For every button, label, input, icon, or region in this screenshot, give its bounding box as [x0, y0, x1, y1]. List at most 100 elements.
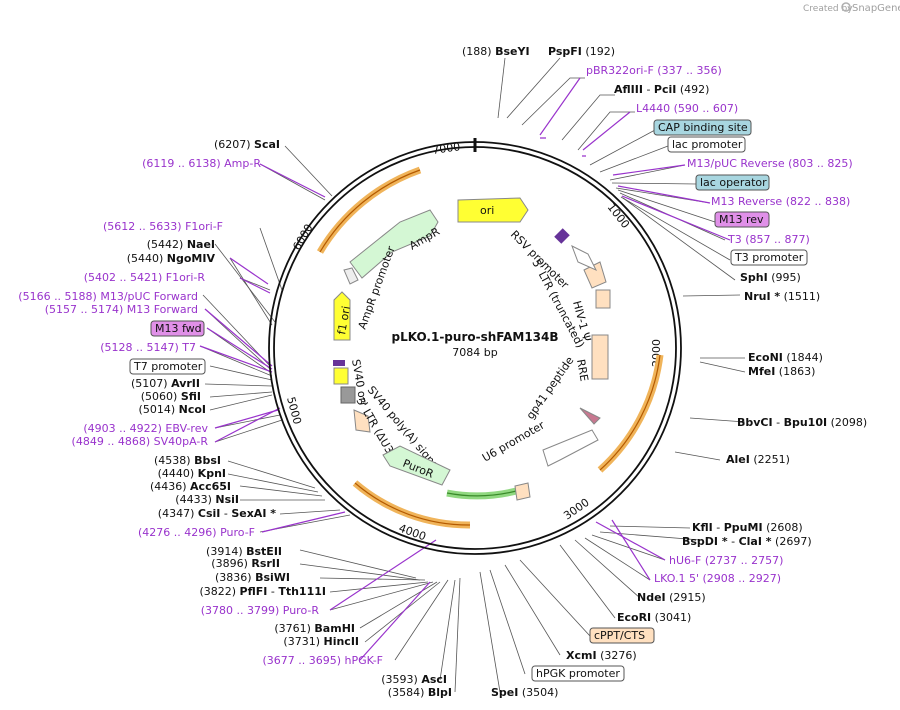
label-hpgkprom: hPGK promoter	[536, 667, 620, 680]
feature-u6	[542, 429, 599, 467]
label-bspdi: BspDI * - ClaI * (2697)	[682, 535, 812, 548]
label-m13fwdbox: M13 fwd	[155, 322, 202, 335]
label-hincii: (3731) HincII	[283, 635, 359, 648]
feature-5ltr	[583, 261, 607, 289]
feature-f1-ori-label: f1 ori	[335, 305, 353, 336]
feature-sv40-promoter-small	[333, 360, 345, 366]
label-sv40pa-r: (4849 .. 4868) SV40pA-R	[72, 435, 209, 448]
snapgene-logo-icon	[841, 2, 851, 12]
label-acc65i: (4436) Acc65I	[150, 480, 231, 493]
cap-box	[653, 119, 752, 136]
label-bbvci: BbvCI - Bpu10I (2098)	[737, 416, 867, 429]
tick-6000: 6000	[290, 222, 315, 253]
feature-3ltr	[353, 409, 371, 433]
label-t3: T3 (857 .. 877)	[727, 233, 810, 246]
label-amp-r: (6119 .. 6138) Amp-R	[142, 157, 261, 170]
feature-rre	[591, 334, 609, 380]
label-lacprom: lac promoter	[672, 138, 743, 151]
label-xcmi: XcmI (3276)	[566, 649, 637, 662]
label-naei: (5442) NaeI	[147, 238, 215, 251]
feature-gp41-label: gp41 peptide	[524, 354, 577, 422]
cppt-box	[589, 627, 655, 644]
label-m13revbox: M13 rev	[719, 213, 764, 226]
label-avrii: (5107) AvrII	[131, 377, 200, 390]
credit-brand: SnapGene	[852, 3, 900, 14]
label-bseyi: (188) BseYI	[462, 45, 530, 58]
puro-arc	[352, 480, 471, 529]
tick-3000: 3000	[561, 496, 591, 523]
feature-hiv-psi	[595, 289, 611, 309]
label-bbsi: (4538) BbsI	[154, 454, 221, 467]
rre-arc	[597, 354, 664, 473]
label-nrui: NruI * (1511)	[744, 290, 820, 303]
label-blpi: (3584) BlpI	[388, 686, 452, 699]
label-cppt: cPPT/CTS	[594, 629, 645, 642]
puro-arc-line	[354, 482, 471, 526]
hpgk-arc-line	[446, 489, 521, 497]
feature-ampr-promoter	[343, 267, 359, 285]
label-hpgkf: (3677 .. 3695) hPGK-F	[262, 654, 383, 667]
lacprom-box	[667, 136, 746, 153]
hpgkprom-box	[531, 665, 625, 682]
label-pflfi: (3822) PflFI - Tth111I	[199, 585, 326, 598]
label-m13pucfwd: (5166 .. 5188) M13/pUC Forward	[18, 290, 198, 303]
primer-hooks	[199, 77, 731, 661]
label-hu6f: hU6-F (2737 .. 2757)	[669, 554, 783, 567]
label-ecori: EcoRI (3041)	[617, 611, 691, 624]
m13fwd-box	[150, 320, 205, 337]
label-bsiwi: (3836) BsiWI	[215, 571, 290, 584]
label-l4440: L4440 (590 .. 607)	[636, 102, 738, 115]
label-nsii: (4433) NsiI	[175, 493, 239, 506]
label-spei: SpeI (3504)	[491, 686, 558, 699]
feature-rsv	[571, 244, 598, 272]
label-ncoi: (5014) NcoI	[139, 403, 206, 416]
plasmid-name: pLKO.1-puro-shFAM134B	[391, 330, 558, 344]
label-bamhi: (3761) BamHI	[274, 622, 355, 635]
credit-text: Created by	[803, 4, 853, 14]
label-cap: CAP binding site	[658, 121, 748, 134]
label-ebv-rev: (4903 .. 4922) EBV-rev	[83, 422, 208, 435]
amp-arc-line	[319, 169, 421, 253]
label-pbr322ori-f: pBR322ori-F (337 .. 356)	[586, 64, 722, 77]
label-t3prom: T3 promoter	[734, 251, 804, 264]
plasmid-size: 7084 bp	[452, 346, 497, 359]
label-sphi: SphI (995)	[740, 271, 801, 284]
label-econi: EcoNI (1844)	[748, 351, 823, 364]
feature-ampr	[349, 209, 439, 279]
feature-ori-label: ori	[480, 204, 494, 217]
label-lacop: lac operator	[700, 176, 767, 189]
lacop-box	[695, 174, 770, 191]
label-m13puc-rev: M13/pUC Reverse (803 .. 825)	[687, 157, 853, 170]
label-m13rev: M13 Reverse (822 .. 838)	[711, 195, 850, 208]
label-f1ori-f: (5612 .. 5633) F1ori-F	[103, 220, 223, 233]
label-m13fwd: (5157 .. 5174) M13 Forward	[45, 303, 198, 316]
feature-rre-label: RRE	[574, 358, 591, 382]
label-sfii: (5060) SfiI	[141, 390, 201, 403]
feature-sv40-polya	[340, 386, 356, 404]
feature-sv40-ori	[333, 367, 349, 385]
label-afliii: AflIII - PciI (492)	[614, 83, 709, 96]
label-kfli: KflI - PpuMI (2608)	[692, 521, 803, 534]
label-puro-f: (4276 .. 4296) Puro-F	[138, 526, 255, 539]
tick-7000: 7000	[432, 140, 462, 157]
rre-arc-line	[599, 354, 661, 471]
feature-gp41	[579, 407, 601, 425]
feature-ori	[457, 197, 529, 223]
tick-1000: 1000	[605, 201, 632, 231]
label-lko5: LKO.1 5' (2908 .. 2927)	[654, 572, 781, 585]
t7prom-box	[129, 358, 206, 375]
label-f1ori-r: (5402 .. 5421) F1ori-R	[84, 271, 206, 284]
label-pspfi: PspFI (192)	[548, 45, 615, 58]
label-asci: (3593) AscI	[381, 673, 447, 686]
label-scai: (6207) ScaI	[214, 138, 280, 151]
label-csii: (4347) CsiI - SexAI *	[158, 507, 276, 520]
label-rsrii: (3896) RsrII	[211, 557, 280, 570]
m13rev-box	[714, 211, 770, 228]
label-puror-r: (3780 .. 3799) Puro-R	[201, 604, 320, 617]
label-kpni: (4440) KpnI	[158, 467, 226, 480]
label-bsteii: (3914) BstEII	[206, 545, 282, 558]
feature-puror	[382, 445, 451, 486]
feature-lac-cluster	[554, 228, 570, 244]
label-t7: (5128 .. 5147) T7	[100, 341, 196, 354]
